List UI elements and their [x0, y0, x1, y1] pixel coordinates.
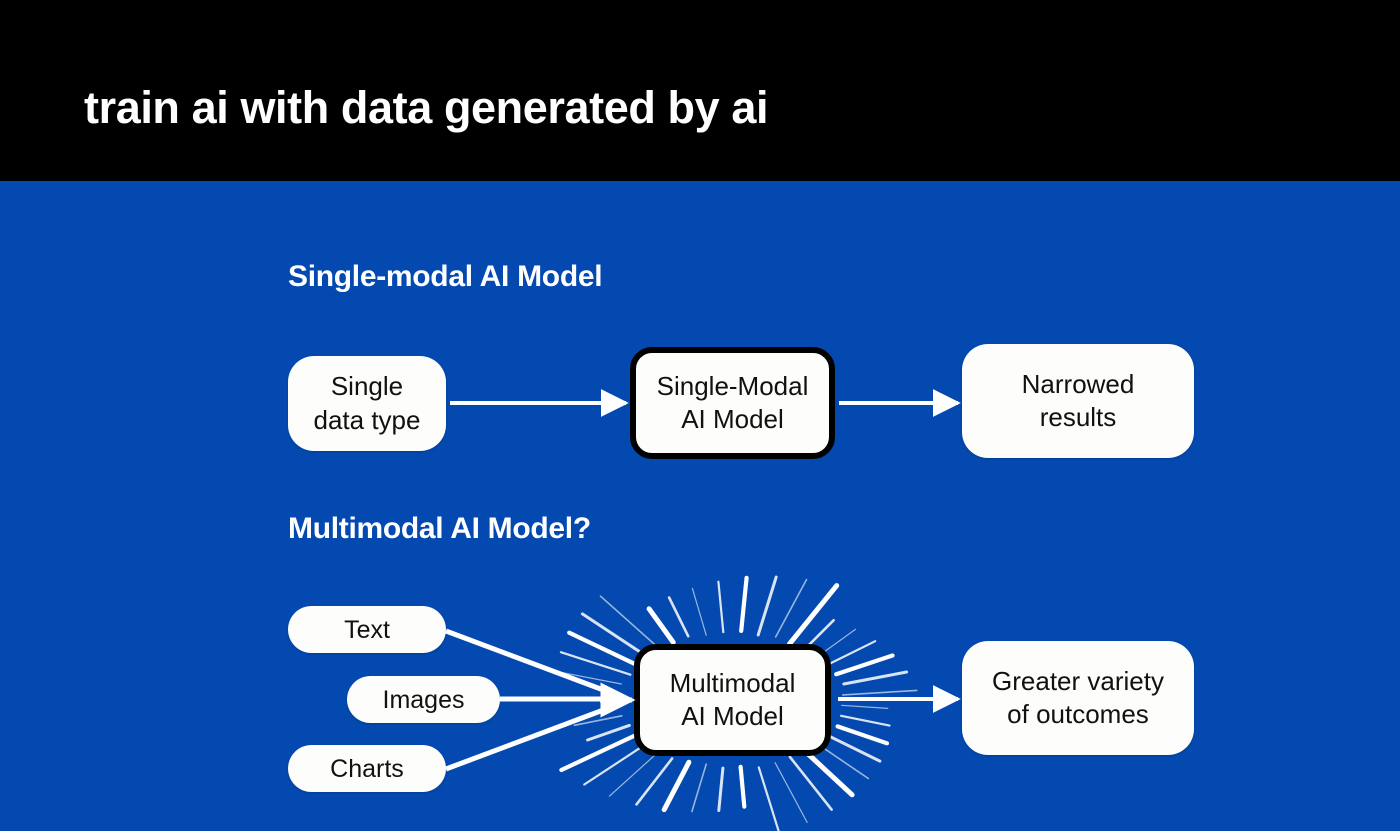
page-title: train ai with data generated by ai: [84, 82, 769, 133]
node-label: Narrowed results: [1021, 368, 1135, 432]
node-label: Single-Modal AI Model: [656, 370, 809, 434]
starburst-ray: [691, 763, 708, 813]
starburst-ray: [586, 723, 631, 742]
starburst-ray: [756, 575, 778, 637]
node-label: Greater variety of outcomes: [992, 665, 1164, 729]
starburst-ray: [661, 759, 692, 813]
node-text[interactable]: Text: [288, 606, 446, 653]
starburst-ray: [816, 743, 870, 780]
starburst-ray: [573, 714, 623, 727]
node-greater-variety-of-outcomes[interactable]: Greater variety of outcomes: [962, 641, 1194, 755]
starburst-ray: [824, 733, 882, 763]
starburst-ray: [757, 766, 780, 831]
starburst-ray: [787, 583, 840, 647]
node-label: Multimodal AI Model: [669, 667, 796, 731]
starburst-ray: [635, 757, 674, 806]
starburst-ray: [559, 651, 632, 676]
starburst-ray: [717, 580, 725, 634]
node-narrowed-results[interactable]: Narrowed results: [962, 344, 1194, 458]
node-single-data-type[interactable]: Single data type: [288, 356, 446, 451]
diagram-area: Single-modal AI Model Multimodal AI Mode…: [0, 181, 1400, 831]
starburst-ray: [835, 724, 890, 746]
starburst-ray: [667, 596, 690, 638]
section-heading-single-modal: Single-modal AI Model: [288, 260, 603, 293]
starburst-ray: [583, 742, 648, 786]
section-heading-multimodal: Multimodal AI Model?: [288, 512, 591, 545]
node-label: Images: [382, 685, 465, 714]
starburst-ray: [834, 653, 895, 677]
node-multimodal-ai-model[interactable]: Multimodal AI Model: [634, 644, 831, 756]
starburst-ray: [608, 749, 661, 797]
starburst-ray: [774, 762, 808, 824]
starburst-ray: [739, 575, 749, 633]
starburst-ray: [788, 755, 833, 811]
node-images[interactable]: Images: [347, 676, 500, 723]
node-label: Single data type: [313, 371, 421, 435]
starburst-ray: [599, 595, 662, 651]
starburst-ray: [738, 764, 747, 809]
starburst-ray: [840, 704, 889, 710]
starburst-ray: [691, 587, 707, 636]
starburst-ray: [825, 640, 877, 667]
starburst-ray: [774, 578, 808, 638]
starburst-ray: [559, 733, 637, 773]
starburst-ray: [556, 671, 622, 685]
starburst-ray: [804, 750, 855, 798]
node-label: Text: [344, 615, 390, 644]
starburst-ray: [646, 606, 676, 645]
starburst-ray: [839, 714, 891, 727]
starburst-ray: [842, 670, 909, 686]
node-charts[interactable]: Charts: [288, 745, 446, 792]
header-band: train ai with data generated by ai: [0, 0, 1400, 181]
node-single-modal-ai-model[interactable]: Single-Modal AI Model: [630, 347, 835, 459]
starburst-ray: [580, 612, 647, 657]
starburst-ray: [717, 766, 725, 812]
starburst-ray: [567, 630, 639, 667]
node-label: Charts: [330, 754, 404, 783]
starburst-ray: [841, 689, 918, 696]
